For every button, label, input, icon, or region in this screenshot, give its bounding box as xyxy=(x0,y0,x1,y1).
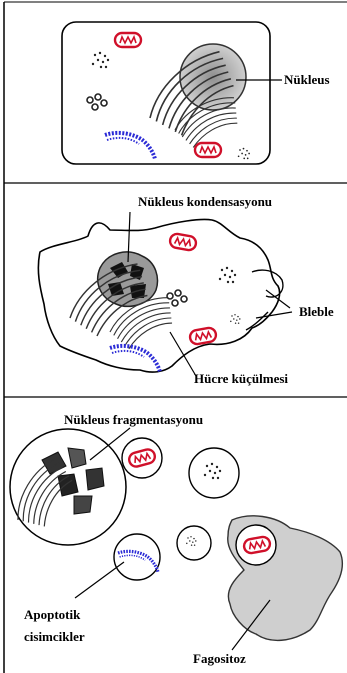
apoptotic-body xyxy=(177,526,211,560)
label-condensation: Nükleus kondensasyonu xyxy=(138,194,272,209)
panel-fragmentation: Nükleus fragmentasyonu Apoptotik cisimci… xyxy=(3,412,343,666)
label-nucleus: Nükleus xyxy=(284,72,330,87)
label-blebs: Bleble xyxy=(299,304,334,319)
label-apoptotic-bodies-1: Apoptotik xyxy=(24,607,81,622)
label-fragmentation: Nükleus fragmentasyonu xyxy=(64,412,203,427)
shrinking-cell xyxy=(38,219,279,372)
apoptotic-body xyxy=(122,438,162,478)
label-phagocytosis: Fagositoz xyxy=(193,651,246,666)
panel-shrinking: Nükleus kondensasyonu Bleble Hücre küçül… xyxy=(38,194,334,386)
label-shrinkage: Hücre küçülmesi xyxy=(194,371,288,386)
label-apoptotic-bodies-2: cisimcikler xyxy=(24,629,85,644)
panel-normal: Nükleus xyxy=(62,22,330,164)
